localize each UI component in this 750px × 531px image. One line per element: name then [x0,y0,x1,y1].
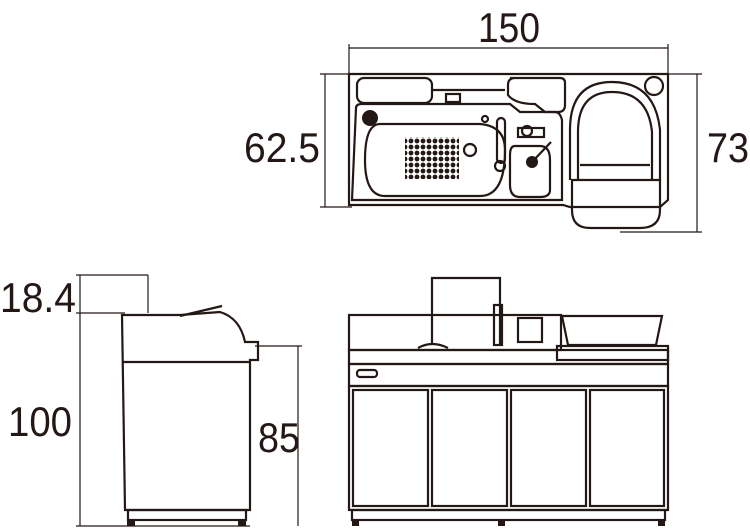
shampoo-chair-top [568,80,662,230]
cabinet-door-3[interactable] [509,388,588,508]
cabinet-door-1[interactable] [351,388,430,508]
counter-outline [347,72,670,209]
cabinet-door-2[interactable] [430,388,509,508]
cup-holder [643,75,665,97]
side-base [126,508,248,522]
switch-button[interactable] [355,368,379,379]
bowl-edge [417,342,449,349]
drain-cap [444,92,462,104]
depth-dimension-line [320,73,352,208]
depth-with-chair-label: 73 [707,124,749,171]
shampoo-bowl [363,122,507,198]
countertop-edge [347,348,670,366]
hair-catcher-grid [405,137,459,179]
bowl-drain [462,142,478,158]
faucet-arm [495,116,507,165]
control-panel [347,362,670,388]
storage-tray-left [355,76,434,105]
drain-knob [362,110,378,126]
storage-tray-right [506,76,567,114]
mixer-valve-front [516,316,544,344]
top-view: 150 62.5 73 [244,4,749,233]
front-view [347,276,670,526]
cabinet-door-4[interactable] [588,388,666,508]
sink-tray [350,102,564,202]
counter-height-label: 85 [258,414,300,461]
hand-sink [508,144,552,199]
front-base [350,508,667,522]
width-label: 150 [478,4,540,51]
bowl-backsplash [347,313,563,352]
total-height-label: 100 [8,398,72,445]
front-cabinet [347,384,670,512]
small-fitting [480,114,490,124]
depth-label: 62.5 [244,124,320,171]
width-dimension-line [348,44,669,76]
side-view: 18.4 100 85 [0,274,302,527]
side-dimension-lines [76,274,302,527]
faucet-height-label: 18.4 [0,274,76,321]
faucet-gooseneck [430,276,502,345]
hand-sink-front [560,314,664,347]
side-cabinet [120,310,260,512]
